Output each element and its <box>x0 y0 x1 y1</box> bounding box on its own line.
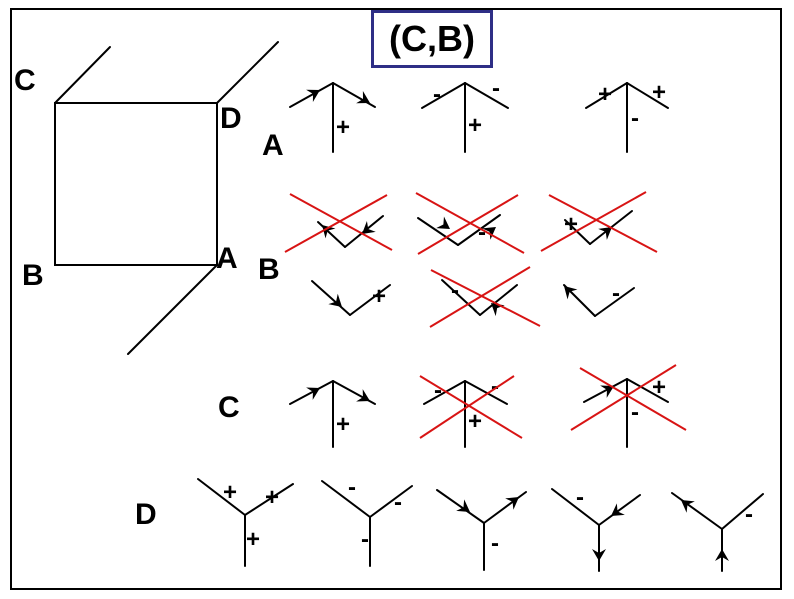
sign-plus: + <box>265 484 279 511</box>
row-c-junction-2: - - + <box>419 373 523 448</box>
row-b-junction-6: - <box>559 280 635 317</box>
row-d-junction-4: - <box>551 484 641 572</box>
sign-plus: + <box>223 479 237 506</box>
sign-minus: - <box>491 530 499 557</box>
row-b-junction-4: + <box>311 280 391 316</box>
sign-plus: + <box>652 374 666 401</box>
sign-minus: - <box>361 526 369 553</box>
sign-plus: + <box>468 112 482 139</box>
sign-minus: - <box>348 474 356 501</box>
row-d-junction-5: - <box>671 492 764 572</box>
cube-label-b: B <box>22 259 44 292</box>
cube-label-d: D <box>220 102 242 135</box>
row-d-junction-2: - - - <box>321 474 413 567</box>
row-b-junction-3: + <box>540 191 658 253</box>
sign-plus: + <box>336 411 350 438</box>
sign-minus: - <box>612 280 620 307</box>
sign-plus: + <box>246 526 260 553</box>
row-b-junction-2: - <box>415 192 525 255</box>
sign-minus: - <box>434 377 442 404</box>
sign-minus: - <box>491 373 499 400</box>
row-c-junction-3: + - <box>570 364 687 448</box>
sign-minus: - <box>433 81 441 108</box>
row-label-b: B <box>258 253 280 286</box>
sign-minus: - <box>631 399 639 426</box>
row-d-junction-3: - <box>436 489 527 571</box>
sign-minus: - <box>631 105 639 132</box>
title: (C,B) <box>389 18 475 59</box>
cube-label-c: C <box>14 64 36 97</box>
sign-minus: - <box>745 501 753 528</box>
row-d-junction-1: + + + <box>197 478 294 567</box>
sign-minus: - <box>492 75 500 102</box>
cube-drawing: C D B A <box>14 41 279 355</box>
row-label-a: A <box>262 129 284 162</box>
edge-d <box>216 41 279 104</box>
square-face <box>54 102 218 266</box>
sign-minus: - <box>478 219 486 246</box>
row-a-junction-3: + + - <box>585 79 669 153</box>
sign-minus: - <box>576 484 584 511</box>
row-label-d: D <box>135 498 157 531</box>
row-b-junction-1 <box>284 193 393 253</box>
sign-plus: + <box>336 114 350 141</box>
row-c-junction-1: + <box>289 380 376 448</box>
edge-c <box>54 46 111 104</box>
sign-plus: + <box>372 283 386 310</box>
row-a-junction-2: - - + <box>421 75 509 153</box>
cube-label-a: A <box>216 242 238 275</box>
row-label-c: C <box>218 391 240 424</box>
sign-plus: + <box>598 81 612 108</box>
title-box: (C,B) <box>371 10 493 68</box>
figure-frame <box>10 8 782 590</box>
sign-minus: - <box>394 489 402 516</box>
sign-minus: - <box>451 277 459 304</box>
sign-plus: + <box>652 79 666 106</box>
row-b-junction-5: - <box>429 266 541 328</box>
sign-plus: + <box>468 408 482 435</box>
row-a-junction-1: + <box>289 82 376 153</box>
edge-a <box>127 264 218 355</box>
